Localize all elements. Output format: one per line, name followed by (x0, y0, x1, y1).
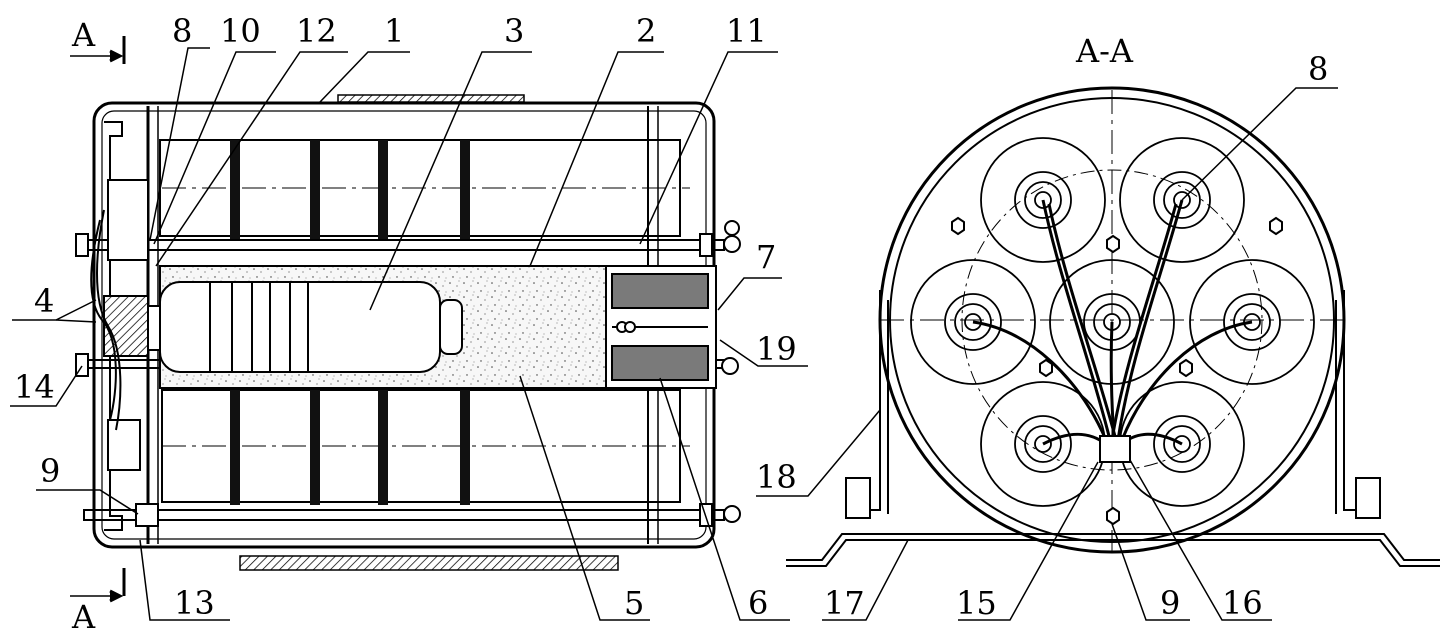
hex-bolts (951, 216, 1283, 526)
cell-separators (230, 140, 470, 505)
support-bracket (786, 290, 1440, 567)
callout-19: 19 (756, 330, 797, 368)
callout-18: 18 (756, 458, 797, 496)
wiring-harness (972, 199, 1253, 446)
callout-15: 15 (956, 584, 997, 622)
callout-12: 12 (296, 12, 337, 50)
view-title: A-A (1075, 32, 1134, 70)
callout-1: 1 (384, 12, 404, 50)
callout-14: 14 (14, 368, 55, 406)
callout-3: 3 (504, 12, 524, 50)
callout-13: 13 (174, 584, 215, 622)
section-mark-bottom: A (71, 598, 96, 631)
core-element (127, 281, 463, 373)
callout-10: 10 (220, 12, 261, 50)
callout-2: 2 (636, 12, 656, 50)
left-cover (90, 121, 149, 531)
callout-4: 4 (34, 282, 54, 320)
side-section-view (70, 36, 741, 603)
section-cut-line (70, 36, 126, 603)
callout-17: 17 (824, 584, 865, 622)
callout-9-left: 9 (40, 452, 60, 490)
callout-6: 6 (748, 584, 768, 622)
bottom-rail (239, 555, 619, 571)
section-mark-top: A (71, 16, 96, 54)
callout-5: 5 (624, 584, 644, 622)
callout-16: 16 (1222, 584, 1263, 622)
nuts (75, 220, 741, 527)
labels: A A A-A 8 10 12 1 3 2 11 7 19 4 14 9 13 … (14, 12, 1328, 631)
callout-8-right: 8 (1308, 50, 1328, 88)
leader-lines (10, 47, 1338, 621)
end-blocks (605, 265, 717, 389)
terminal-block (1099, 435, 1131, 463)
callout-11: 11 (726, 12, 767, 50)
callout-9-right: 9 (1160, 584, 1180, 622)
callout-7: 7 (756, 238, 776, 276)
end-section-view (786, 86, 1440, 567)
callout-8: 8 (172, 12, 192, 50)
top-rail (337, 94, 525, 103)
